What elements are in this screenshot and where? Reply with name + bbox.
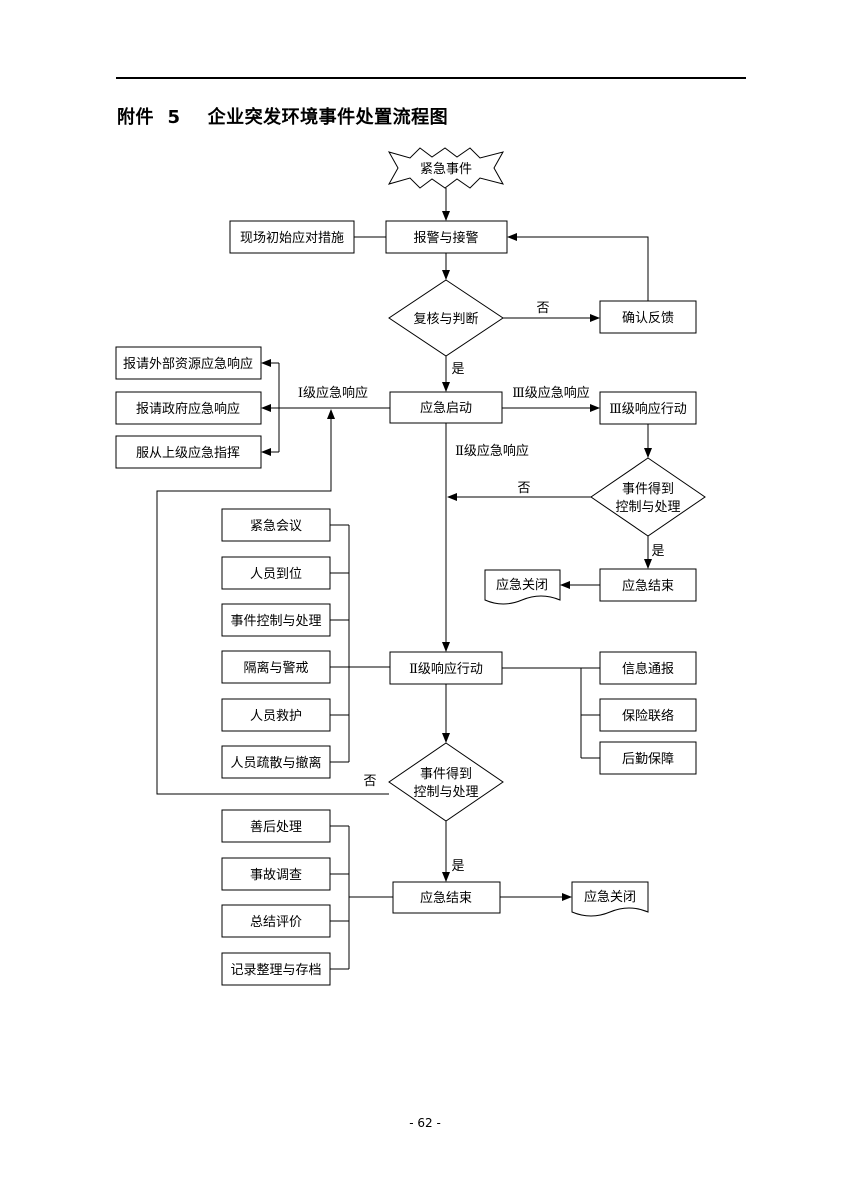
start-label: 紧急事件 [420, 162, 472, 177]
level1-action-3: 服从上级应急指挥 [136, 445, 240, 461]
right-task-3: 后勤保障 [622, 752, 674, 767]
left-task-1: 紧急会议 [250, 519, 302, 534]
final-close-doc [571, 881, 649, 917]
post-task-4: 记录整理与存档 [230, 963, 321, 978]
yes-label-3: 是 [451, 859, 464, 874]
level2-action-label: Ⅱ级响应行动 [409, 661, 483, 677]
post-task-2: 事故调查 [250, 868, 302, 883]
no-label-2: 否 [517, 481, 530, 496]
no-label-3: 否 [363, 774, 376, 789]
initial-measures-label: 现场初始应对措施 [240, 230, 344, 246]
level3-controlled-line2: 控制与处理 [615, 500, 680, 515]
header-rule [116, 77, 746, 79]
left-task-5: 人员救护 [250, 708, 302, 724]
level2-controlled-diamond [388, 742, 504, 822]
yes-label-2: 是 [651, 544, 664, 559]
right-task-2: 保险联络 [622, 708, 674, 724]
page-title: 附件 5 企业突发环境事件处置流程图 [117, 107, 449, 128]
level2-controlled-line2: 控制与处理 [413, 785, 478, 800]
arrow-level2-no-loop [156, 409, 389, 795]
level1-label: Ⅰ级应急响应 [298, 385, 368, 401]
level3-end-label: 应急结束 [622, 578, 674, 594]
level1-action-2: 报请政府应急响应 [136, 401, 240, 417]
level2-label: Ⅱ级应急响应 [455, 443, 529, 459]
no-label-1: 否 [536, 301, 549, 316]
level2-controlled-line1: 事件得到 [420, 766, 472, 782]
right-task-1: 信息通报 [622, 661, 674, 677]
left-task-3: 事件控制与处理 [230, 614, 321, 629]
review-label: 复核与判断 [413, 312, 478, 327]
level1-action-1: 报请外部资源应急响应 [123, 356, 253, 372]
level3-label: Ⅲ级应急响应 [512, 385, 590, 401]
report-label: 报警与接警 [413, 230, 478, 246]
left-task-6: 人员疏散与撤离 [230, 755, 321, 771]
final-end-label: 应急结束 [420, 890, 472, 906]
start-star-shape [387, 147, 505, 189]
post-task-3: 总结评价 [250, 915, 302, 930]
yes-label-1: 是 [451, 362, 464, 377]
arrow-confirm-report [507, 233, 649, 301]
confirm-label: 确认反馈 [622, 311, 674, 326]
page-number: - 62 - [409, 1116, 441, 1130]
level3-close-doc [484, 569, 561, 605]
level3-action-label: Ⅲ级响应行动 [609, 401, 687, 417]
level3-controlled-line1: 事件得到 [622, 481, 674, 497]
left-task-2: 人员到位 [250, 567, 302, 582]
post-task-1: 善后处理 [250, 819, 302, 835]
final-close-label: 应急关闭 [584, 889, 636, 905]
level3-controlled-diamond [590, 457, 706, 537]
left-task-4: 隔离与警戒 [243, 660, 308, 676]
start-response-label: 应急启动 [420, 400, 472, 416]
level3-close-label: 应急关闭 [496, 577, 548, 593]
